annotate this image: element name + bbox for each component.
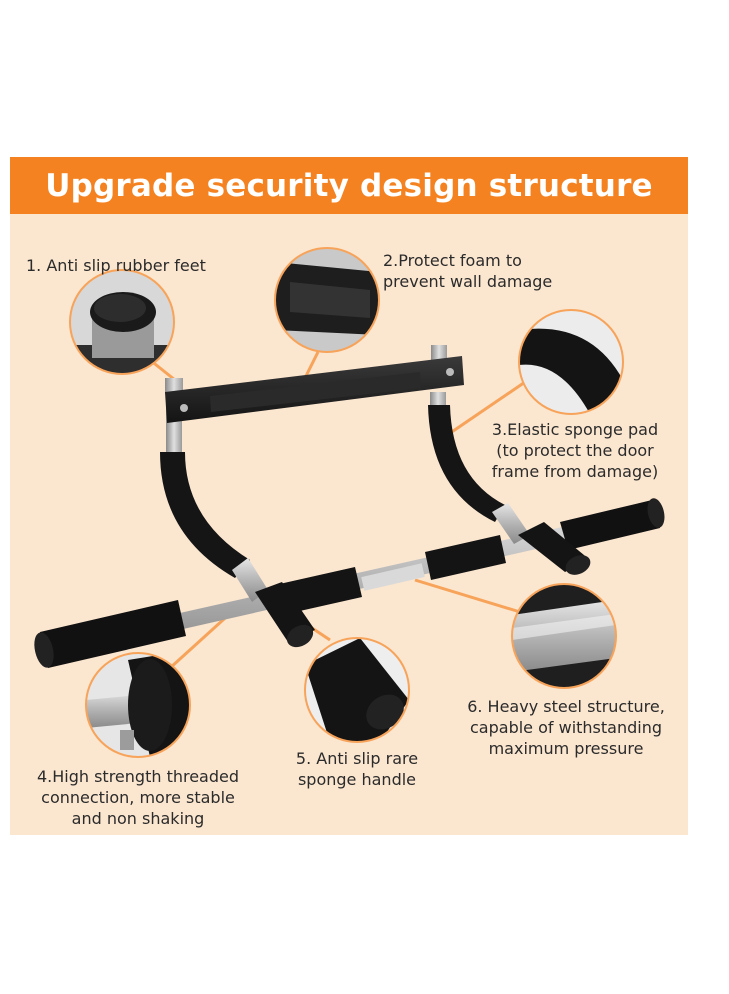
- title-banner: Upgrade security design structure: [10, 157, 688, 214]
- detail-circle-sponge-pad: [518, 309, 624, 415]
- feature-label-sponge-pad: 3.Elastic sponge pad (to protect the doo…: [491, 420, 659, 481]
- feature-label-protect-foam: 2.Protect foam to prevent wall damage: [383, 251, 553, 291]
- detail-circle-rubber-feet: [69, 269, 175, 375]
- feature-label-steel-structure: 6. Heavy steel structure, capable of wit…: [467, 697, 665, 758]
- pointer-line-3: [439, 378, 529, 442]
- detail-circle-threaded-connection: [85, 652, 191, 758]
- pointer-line-6: [414, 578, 521, 614]
- top-bracket: [165, 345, 464, 423]
- banner-title: Upgrade security design structure: [45, 167, 653, 204]
- feature-label-sponge-handle: 5. Anti slip rare sponge handle: [295, 749, 419, 789]
- detail-circle-protect-foam: [274, 247, 380, 353]
- bottom-bar: [34, 498, 665, 668]
- feature-label-rubber-feet: 1. Anti slip rubber feet: [26, 256, 206, 275]
- right-arm: [428, 392, 591, 575]
- pointer-line-2: [303, 351, 320, 379]
- detail-circle-steel-structure: [511, 583, 617, 689]
- feature-label-threaded-connection: 4.High strength threaded connection, mor…: [36, 767, 240, 828]
- detail-circle-sponge-handle: [304, 637, 410, 743]
